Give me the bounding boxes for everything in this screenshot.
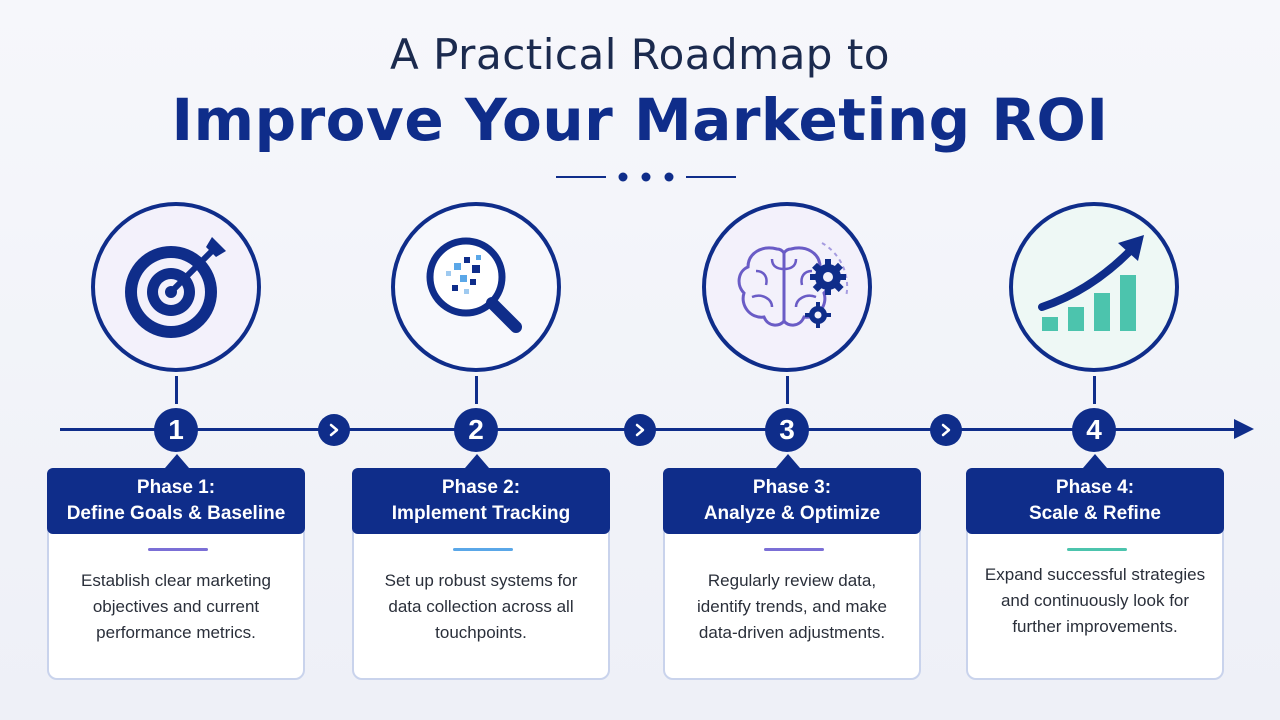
phase-1-icon-circle (91, 202, 261, 372)
phase-4-pointer (1083, 454, 1107, 468)
phase-2-title: Phase 2: (441, 477, 521, 498)
title-divider (556, 172, 736, 182)
phase-3-card: Phase 3: Analyze & Optimize Regularly re… (663, 468, 921, 680)
phase-3-pointer (776, 454, 800, 468)
phase-4-number: 4 (1072, 408, 1116, 452)
phase-1-connector (175, 376, 178, 404)
phase-4-icon-circle (1009, 202, 1179, 372)
phase-1-accent-bar (148, 548, 208, 551)
phase-3-description: Regularly review data, identify trends, … (697, 571, 887, 642)
phase-3-connector (786, 376, 789, 404)
phase-2-connector (475, 376, 478, 404)
phase-1-pointer (165, 454, 189, 468)
phase-3-header: Phase 3: Analyze & Optimize (663, 468, 921, 534)
phase-4-subtitle: Scale & Refine (1029, 503, 1161, 524)
phase-4-accent-bar (1067, 548, 1127, 551)
timeline-arrowhead (1234, 419, 1254, 439)
phase-4-card: Phase 4: Scale & Refine Expand successfu… (966, 468, 1224, 680)
phase-3-title: Phase 3: (752, 477, 832, 498)
phase-2-icon-circle (391, 202, 561, 372)
phase-1-title: Phase 1: (136, 477, 216, 498)
growth-chart-icon (1038, 235, 1144, 331)
chevron-right-icon (624, 414, 656, 446)
phase-2-description: Set up robust systems for data collectio… (384, 571, 578, 642)
phase-3-accent-bar (764, 548, 824, 551)
chevron-right-icon (318, 414, 350, 446)
magnifier-data-icon (426, 237, 522, 333)
phase-1-description: Establish clear marketing objectives and… (81, 571, 271, 642)
phase-2-number: 2 (454, 408, 498, 452)
chevron-right-icon (930, 414, 962, 446)
phase-1-subtitle: Define Goals & Baseline (66, 503, 286, 524)
target-icon (125, 237, 226, 338)
phase-3-icon-circle (702, 202, 872, 372)
phase-3-number: 3 (765, 408, 809, 452)
phase-2-pointer (465, 454, 489, 468)
phase-3-subtitle: Analyze & Optimize (703, 503, 881, 524)
title-line-1: A Practical Roadmap to (390, 30, 890, 79)
phase-1-number: 1 (154, 408, 198, 452)
phase-1-header: Phase 1: Define Goals & Baseline (47, 468, 305, 534)
title-line-2: Improve Your Marketing ROI (171, 86, 1109, 154)
phase-4-header: Phase 4: Scale & Refine (966, 468, 1224, 534)
phase-2-subtitle: Implement Tracking (391, 503, 571, 524)
phase-1-card: Phase 1: Define Goals & Baseline Establi… (47, 468, 305, 680)
phase-2-accent-bar (453, 548, 513, 551)
phase-4-description: Expand successful strategies and continu… (984, 565, 1206, 636)
phase-2-card: Phase 2: Implement Tracking Set up robus… (352, 468, 610, 680)
phase-2-header: Phase 2: Implement Tracking (352, 468, 610, 534)
phase-4-title: Phase 4: (1055, 477, 1135, 498)
brain-gears-icon (737, 242, 849, 328)
phase-4-connector (1093, 376, 1096, 404)
